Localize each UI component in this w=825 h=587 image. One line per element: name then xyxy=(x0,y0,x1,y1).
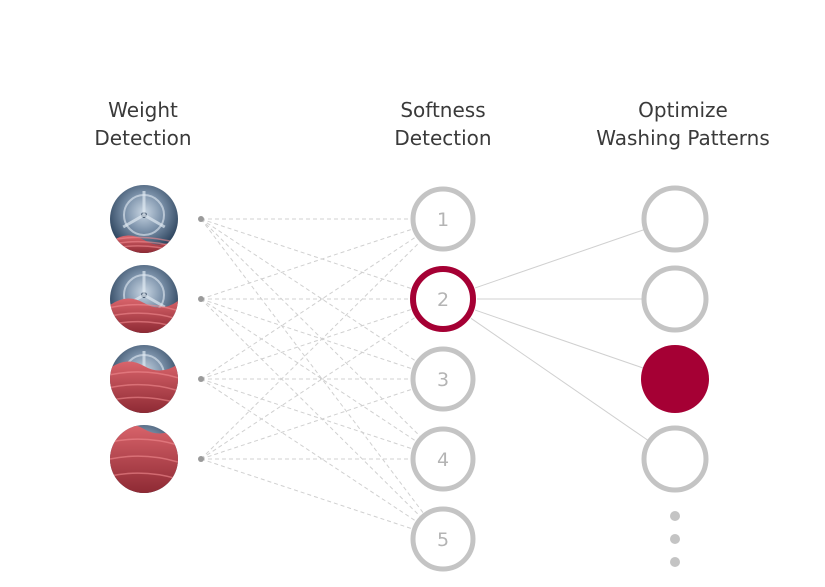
softness-pattern-link xyxy=(474,309,644,369)
softness-node-2: 2 xyxy=(410,266,476,332)
weight-softness-link xyxy=(200,228,413,300)
weight-softness-link xyxy=(200,298,413,370)
weight-output-dot xyxy=(198,456,204,462)
optimize-title-line2: Washing Patterns xyxy=(596,126,770,150)
weight-title-line1: Weight xyxy=(108,98,178,122)
softness-title-line1: Softness xyxy=(400,98,486,122)
pattern-node xyxy=(641,425,709,493)
more-patterns-dot xyxy=(670,511,680,521)
weight-softness-link xyxy=(200,218,421,437)
softness-ring xyxy=(410,346,476,412)
weight-output-dot xyxy=(198,296,204,302)
softness-pattern-link xyxy=(474,229,644,289)
softness-node-3: 3 xyxy=(410,346,476,412)
weight-detection-title: Weight Detection xyxy=(33,96,253,152)
softness-ring xyxy=(410,506,476,572)
weight-softness-link xyxy=(200,236,417,380)
softness-label: 2 xyxy=(437,289,449,311)
softness-label: 5 xyxy=(437,529,449,551)
weight-level-1 xyxy=(110,185,178,253)
softness-label: 1 xyxy=(437,209,449,231)
weight-softness-link xyxy=(200,316,417,460)
weight-softness-link xyxy=(200,388,413,460)
weight-level-3 xyxy=(110,345,178,413)
weight-output-dot xyxy=(198,216,204,222)
weight-level-2 xyxy=(110,265,178,333)
weight-softness-link xyxy=(200,241,421,460)
weight-softness-link xyxy=(200,458,413,530)
weight-output-dot xyxy=(198,376,204,382)
softness-ring xyxy=(410,186,476,252)
weight-softness-link xyxy=(200,378,417,522)
more-patterns-dot xyxy=(670,557,680,567)
weight-level-4 xyxy=(110,425,178,493)
softness-label: 3 xyxy=(437,369,449,391)
softness-title-line2: Detection xyxy=(394,126,492,150)
weight-title-line2: Detection xyxy=(94,126,192,150)
softness-node-4: 4 xyxy=(410,426,476,492)
softness-ring xyxy=(410,266,476,332)
softness-node-1: 1 xyxy=(410,186,476,252)
softness-node-5: 5 xyxy=(410,506,476,572)
weight-softness-link xyxy=(200,378,413,450)
weight-softness-link xyxy=(200,218,413,290)
weight-softness-link xyxy=(200,218,425,514)
more-patterns-dot xyxy=(670,534,680,544)
optimize-patterns-title: Optimize Washing Patterns xyxy=(573,96,793,152)
pattern-node xyxy=(641,265,709,333)
pattern-node-selected xyxy=(641,345,709,413)
weight-softness-link xyxy=(200,298,421,517)
weight-softness-link xyxy=(200,308,413,380)
softness-ring xyxy=(410,426,476,492)
optimize-title-line1: Optimize xyxy=(638,98,728,122)
weight-softness-link xyxy=(200,298,417,442)
softness-pattern-link xyxy=(470,317,649,441)
softness-detection-title: Softness Detection xyxy=(333,96,553,152)
softness-label: 4 xyxy=(437,449,449,471)
pattern-node xyxy=(641,185,709,253)
weight-softness-link xyxy=(200,218,417,362)
